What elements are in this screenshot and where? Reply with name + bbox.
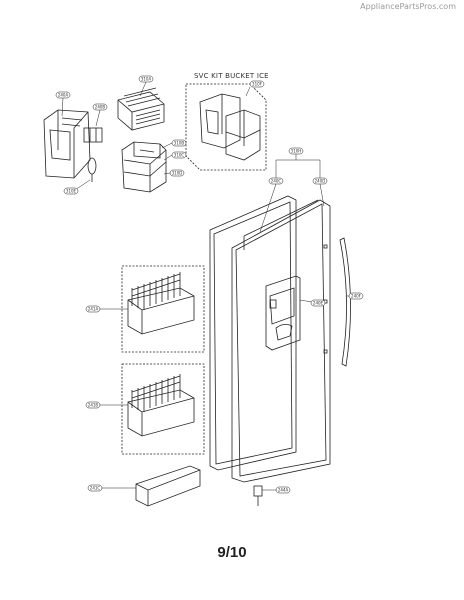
callout-label: 240E	[313, 301, 324, 306]
callout-label: 240D	[315, 179, 326, 184]
hinge-bracket	[253, 485, 263, 506]
callout-label: 240B	[95, 105, 106, 110]
door-gasket	[209, 195, 297, 471]
svc-kit-box	[185, 83, 267, 171]
callout-label: 310B	[174, 141, 185, 146]
part-callouts: 240A 240B 310A 310B 310C 310D 310E 310F …	[55, 75, 364, 494]
callout-label: 240C	[271, 179, 282, 184]
callout-label: 310A	[141, 77, 152, 82]
callout-bubble: 240A	[55, 91, 71, 99]
callout-label: 240A	[58, 93, 69, 98]
ice-bucket	[121, 141, 167, 193]
callout-label: 240F	[351, 294, 362, 299]
callout-bubble: 310B	[171, 139, 187, 147]
callout-bubble: 241A	[85, 305, 101, 313]
callout-bubble: 310F	[249, 80, 265, 88]
callout-label: 310H	[291, 149, 302, 154]
callout-bubble: 240B	[92, 103, 108, 111]
callout-label: 241C	[90, 486, 101, 491]
watermark-text: AppliancePartsPros.com	[360, 2, 456, 11]
door-bin-lower	[121, 363, 205, 455]
callout-bubble: 310A	[138, 75, 154, 83]
callout-bubble: 240F	[348, 292, 364, 300]
callout-bubble: 310C	[171, 151, 187, 159]
callout-bubble: 310E	[63, 187, 79, 195]
callout-bubble: 310H	[288, 147, 304, 155]
leader-lines	[61, 81, 349, 491]
callout-label: 241A	[88, 307, 99, 312]
callout-label: 244A	[278, 488, 289, 493]
callout-bubble: 240E	[310, 299, 326, 307]
callout-bubble: 241B	[85, 401, 101, 409]
callout-bubble: 310D	[169, 169, 185, 177]
callout-bubble: 244A	[275, 486, 291, 494]
page-number: 9/10	[217, 544, 247, 561]
door-handle	[339, 237, 351, 367]
callout-bubble: 240D	[312, 177, 328, 185]
callout-label: 310D	[172, 171, 183, 176]
svc-kit-title: SVC KIT BUCKET ICE	[194, 72, 269, 80]
callout-label: 310C	[174, 153, 185, 158]
auger-motor-module	[117, 87, 165, 131]
callout-bubble: 240C	[268, 177, 284, 185]
door-shelf-bottom	[135, 465, 201, 507]
door-outer-panel	[231, 199, 331, 483]
callout-label: 310E	[66, 189, 77, 194]
callout-label: 310F	[252, 82, 263, 87]
ice-maker-assembly	[43, 109, 103, 182]
callout-label: 241B	[88, 403, 99, 408]
callout-bubble: 241C	[87, 484, 103, 492]
door-bin-upper	[121, 265, 205, 353]
